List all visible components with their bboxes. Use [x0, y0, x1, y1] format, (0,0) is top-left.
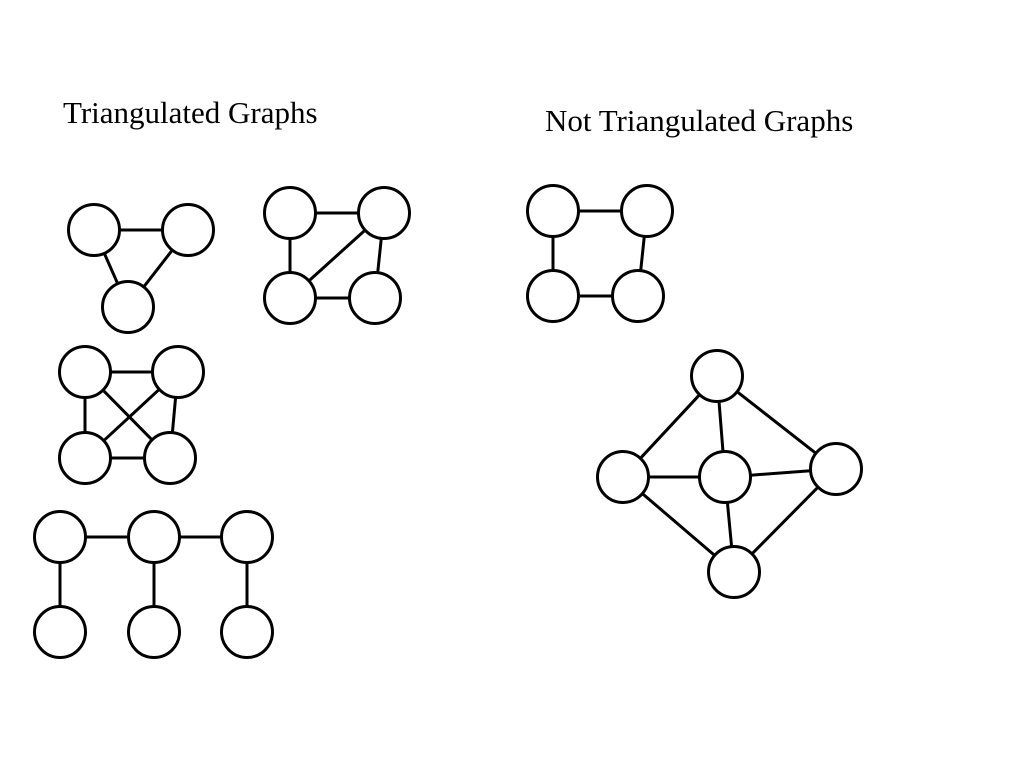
graph-wheel: [596, 349, 863, 599]
graph-edge: [142, 248, 174, 289]
graph-node: [611, 269, 665, 323]
graph-complete-four: [58, 345, 205, 485]
graph-node: [161, 203, 215, 257]
graph-node: [151, 345, 205, 399]
graph-node: [127, 605, 181, 659]
graph-edge: [725, 500, 734, 549]
graph-node: [526, 269, 580, 323]
graph-edge: [640, 492, 717, 557]
graph-node: [690, 349, 744, 403]
graph-node: [58, 345, 112, 399]
graph-node: [263, 271, 317, 325]
graph-edge: [102, 251, 120, 286]
graph-square-with-diagonal: [263, 186, 411, 325]
graph-edge: [750, 485, 820, 556]
graph-edge: [376, 236, 383, 275]
graph-edge: [748, 469, 813, 477]
graph-node: [220, 605, 274, 659]
graph-edge: [735, 390, 818, 455]
graph-node: [596, 450, 650, 504]
heading-triangulated: Triangulated Graphs: [63, 95, 318, 130]
graph-edge: [638, 393, 702, 460]
graph-four-cycle: [526, 184, 674, 323]
graph-node: [526, 184, 580, 238]
graph-node: [101, 280, 155, 334]
graph-triangle: [67, 203, 215, 334]
graph-node: [67, 203, 121, 257]
graph-node: [263, 186, 317, 240]
graph-edge: [639, 234, 646, 273]
graphs-layer: [33, 184, 863, 659]
graph-edge: [170, 395, 178, 435]
graph-node: [143, 431, 197, 485]
graph-edge: [101, 388, 154, 442]
graph-node: [220, 510, 274, 564]
graph-edge: [102, 387, 161, 443]
graph-edge: [717, 399, 725, 454]
graph-node: [698, 450, 752, 504]
heading-not-triangulated: Not Triangulated Graphs: [545, 103, 853, 138]
graph-node: [58, 431, 112, 485]
graph-node: [33, 510, 87, 564]
graph-node: [357, 186, 411, 240]
graph-node: [620, 184, 674, 238]
graph-node: [127, 510, 181, 564]
graph-node: [33, 605, 87, 659]
graph-node: [348, 271, 402, 325]
graph-node: [809, 442, 863, 496]
graph-node: [707, 545, 761, 599]
graph-tree: [33, 510, 274, 659]
graph-edge: [307, 228, 367, 283]
